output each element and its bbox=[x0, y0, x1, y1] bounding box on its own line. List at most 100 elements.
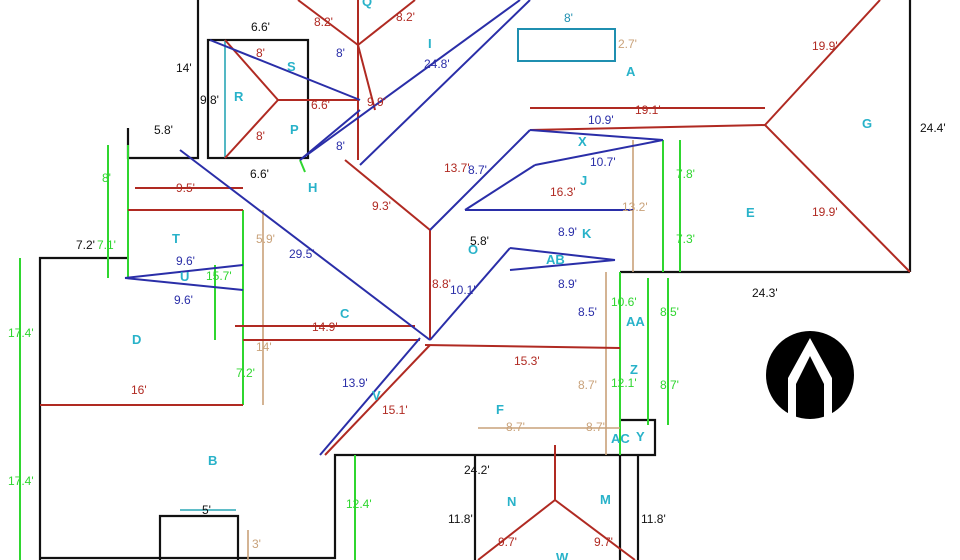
region-a: A bbox=[626, 64, 636, 79]
region-y: Y bbox=[636, 429, 645, 444]
dim-label: 14.9' bbox=[312, 320, 338, 334]
north-arrow-icon bbox=[766, 331, 854, 419]
dimension-labels: 6.6' 8.2' 8.2' 8' 2.7' 19.9' 14' 8' 8' 2… bbox=[8, 10, 946, 551]
dim-label: 10.1' bbox=[450, 283, 476, 297]
dim-label: 8' bbox=[336, 46, 345, 60]
region-s: S bbox=[287, 59, 296, 74]
dim-label: 17.4' bbox=[8, 474, 34, 488]
dim-label: 29.5' bbox=[289, 247, 315, 261]
dim-label: 8.8' bbox=[432, 277, 451, 291]
region-d: D bbox=[132, 332, 141, 347]
dim-label: 15.3' bbox=[514, 354, 540, 368]
region-labels: Q I A G R S P H X J E T U O K AB D C AA … bbox=[132, 0, 872, 560]
dim-label: 8.5' bbox=[660, 305, 679, 319]
region-o: O bbox=[468, 242, 478, 257]
region-b: B bbox=[208, 453, 217, 468]
dim-label: 9.8' bbox=[200, 93, 219, 107]
region-q: Q bbox=[362, 0, 372, 9]
dim-label: 11.8' bbox=[448, 512, 473, 526]
dim-label: 9.7' bbox=[498, 535, 517, 549]
dim-label: 8' bbox=[256, 46, 265, 60]
dim-label: 24.8' bbox=[424, 57, 450, 71]
dim-label: 8.5' bbox=[578, 305, 597, 319]
region-t: T bbox=[172, 231, 180, 246]
dim-label: 12.1' bbox=[611, 376, 637, 390]
dim-label: 5.8' bbox=[154, 123, 173, 137]
dim-label: 13.7' bbox=[444, 161, 470, 175]
dim-label: 6.6' bbox=[250, 167, 269, 181]
dim-label: 9.7' bbox=[594, 535, 613, 549]
dim-label: 10.6' bbox=[611, 295, 637, 309]
dim-label: 8.7' bbox=[468, 163, 487, 177]
rake-lines bbox=[180, 40, 634, 560]
region-j: J bbox=[580, 173, 587, 188]
dim-label: 3' bbox=[252, 537, 261, 551]
skylight-rect bbox=[517, 28, 616, 62]
dim-label: 8.2' bbox=[396, 10, 415, 24]
region-p: P bbox=[290, 122, 299, 137]
dim-label: 7.2' bbox=[76, 238, 95, 252]
region-e: E bbox=[746, 205, 755, 220]
dim-label: 13.9' bbox=[342, 376, 368, 390]
dim-label: 8.7' bbox=[660, 378, 679, 392]
region-r: R bbox=[234, 89, 244, 104]
region-x: X bbox=[578, 134, 587, 149]
dim-label: 10.9' bbox=[588, 113, 614, 127]
region-n: N bbox=[507, 494, 516, 509]
dim-label: 14' bbox=[176, 61, 192, 75]
dim-label: 2.7' bbox=[618, 37, 637, 51]
dim-label: 16' bbox=[131, 383, 147, 397]
dim-label: 9.6' bbox=[174, 293, 193, 307]
dim-label: 9.3' bbox=[372, 199, 391, 213]
region-u: U bbox=[180, 269, 189, 284]
dim-label: 12.4' bbox=[346, 497, 372, 511]
dim-label: 8.9' bbox=[558, 277, 577, 291]
dim-label: 19.9' bbox=[812, 205, 838, 219]
region-c: C bbox=[340, 306, 350, 321]
dim-label: 5.8' bbox=[470, 234, 489, 248]
dim-label: 14' bbox=[256, 340, 272, 354]
dim-label: 7.8' bbox=[676, 167, 695, 181]
region-w: W bbox=[556, 550, 569, 560]
region-i: I bbox=[428, 36, 432, 51]
dim-label: 17.4' bbox=[8, 326, 34, 340]
dim-label: 9.6' bbox=[176, 254, 195, 268]
dim-label: 24.3' bbox=[752, 286, 778, 300]
dim-label: 8' bbox=[564, 11, 573, 25]
region-m: M bbox=[600, 492, 611, 507]
region-k: K bbox=[582, 226, 592, 241]
dim-label: 9.9' bbox=[367, 95, 386, 109]
dim-label: 8.9' bbox=[558, 225, 577, 239]
dim-label: 9.5' bbox=[176, 181, 195, 195]
region-aa: AA bbox=[626, 314, 645, 329]
region-h: H bbox=[308, 180, 317, 195]
region-ab: AB bbox=[546, 252, 565, 267]
valley-lines bbox=[124, 0, 664, 456]
region-v: V bbox=[372, 388, 381, 403]
dim-label: 8.7' bbox=[586, 420, 605, 434]
dim-label: 8.7' bbox=[506, 420, 525, 434]
dim-label: 5.9' bbox=[256, 232, 275, 246]
dim-label: 11.8' bbox=[641, 512, 666, 526]
dim-label: 5' bbox=[202, 503, 211, 517]
dim-label: 10.7' bbox=[590, 155, 616, 169]
dim-label: 7.1' bbox=[97, 238, 116, 252]
dim-label: 24.4' bbox=[920, 121, 946, 135]
dim-label: 15.1' bbox=[382, 403, 408, 417]
region-ac: AC bbox=[611, 431, 630, 446]
dim-label: 8.2' bbox=[314, 15, 333, 29]
dim-label: 8.7' bbox=[578, 378, 597, 392]
dim-label: 24.2' bbox=[464, 463, 490, 477]
dim-label: 6.6' bbox=[251, 20, 270, 34]
region-f: F bbox=[496, 402, 504, 417]
region-g: G bbox=[862, 116, 872, 131]
dim-label: 8' bbox=[102, 171, 111, 185]
dim-label: 13.2' bbox=[622, 200, 648, 214]
dim-label: 19.1' bbox=[635, 103, 661, 117]
eave-lines bbox=[19, 140, 681, 560]
ridge-lines bbox=[40, 0, 911, 560]
dim-label: 6.6' bbox=[311, 98, 330, 112]
dim-label: 7.2' bbox=[236, 366, 255, 380]
dim-label: 16.3' bbox=[550, 185, 576, 199]
